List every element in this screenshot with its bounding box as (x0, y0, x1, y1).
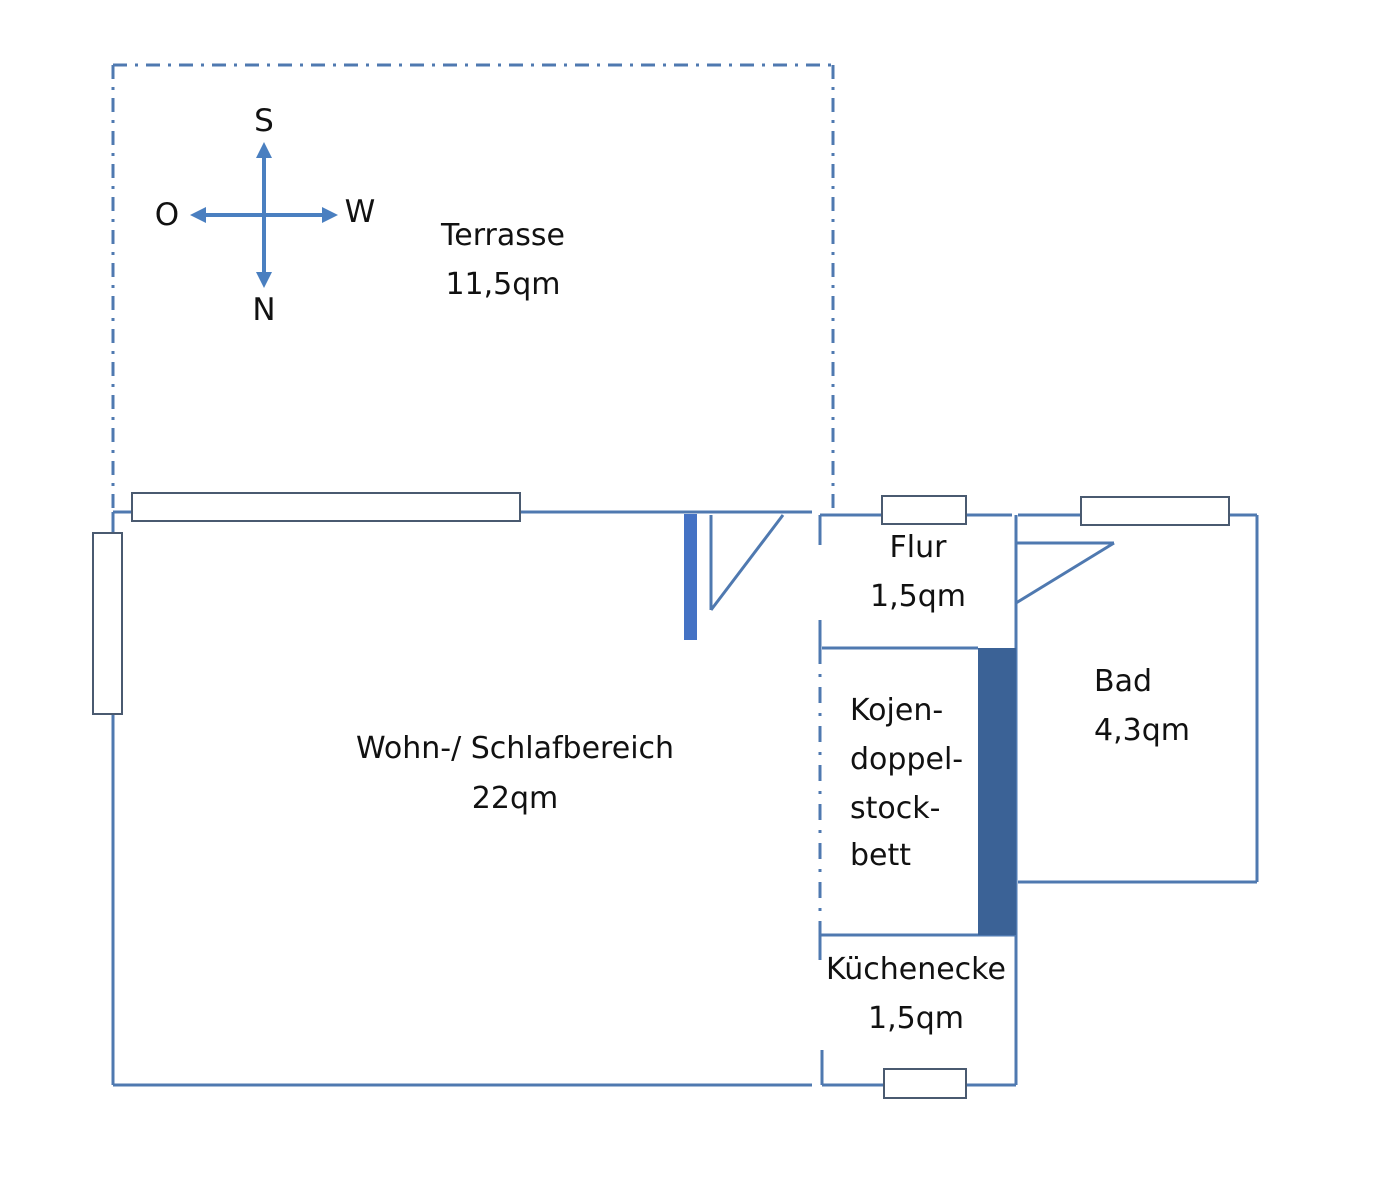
window-west-wall (92, 532, 123, 715)
compass-label-left: O (155, 197, 179, 233)
room-terrasse-name: Terrasse (440, 218, 565, 253)
windows (92, 492, 1230, 1099)
window-flur (881, 495, 967, 525)
window-bad (1080, 496, 1230, 526)
door-leaf (684, 514, 697, 640)
room-flur-area: 1,5qm (870, 579, 966, 614)
room-wohn-name: Wohn-/ Schlafbereich (356, 731, 674, 766)
room-koje-line3: stock- (850, 791, 940, 826)
door-swing-bath (1015, 541, 1115, 605)
terrace-outline (111, 63, 835, 512)
compass-label-bottom: N (252, 292, 275, 328)
room-flur-name: Flur (890, 530, 948, 565)
room-wohn-area: 22qm (472, 781, 558, 816)
room-kueche-name: Küchenecke (826, 952, 1006, 987)
bunk-bed-wall (978, 648, 1016, 935)
room-bad-area: 4,3qm (1094, 713, 1190, 748)
door-swing-living (709, 514, 785, 611)
room-bad-name: Bad (1094, 664, 1152, 699)
room-koje-line4: bett (850, 838, 911, 873)
partition-dashed (818, 515, 824, 1085)
compass-label-right: W (345, 194, 376, 230)
compass-label-top: S (254, 103, 274, 139)
room-koje-line1: Kojen- (850, 693, 943, 728)
window-terrace-long (131, 492, 521, 522)
window-kueche (883, 1068, 967, 1099)
room-koje-line2: doppel- (850, 742, 963, 777)
compass (190, 142, 338, 288)
room-terrasse-area: 11,5qm (445, 267, 560, 302)
room-kueche-area: 1,5qm (868, 1001, 964, 1036)
